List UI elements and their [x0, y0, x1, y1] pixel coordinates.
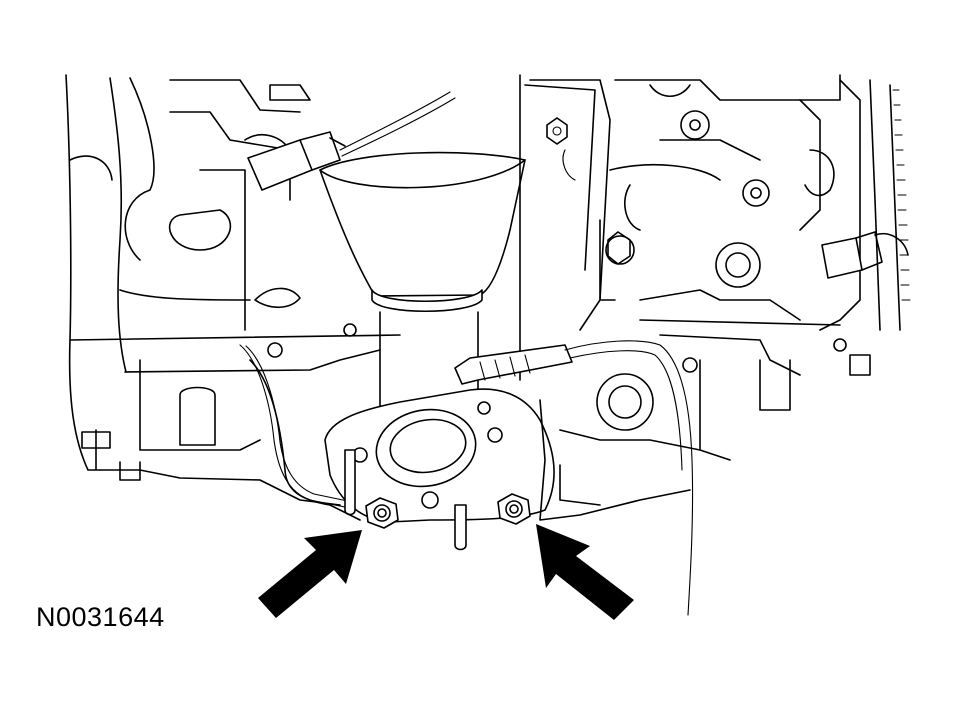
sensor-connector-upper — [247, 91, 456, 191]
tube-line — [239, 344, 363, 511]
right-flange-nut — [497, 493, 531, 525]
oxygen-sensor — [454, 340, 694, 616]
left-flange-nut — [365, 497, 399, 529]
center-bracket — [519, 74, 611, 381]
exhaust-front-pipe — [319, 151, 526, 411]
lower-housing — [329, 399, 691, 521]
exhaust-flange — [324, 388, 555, 551]
right-callout-arrow — [536, 524, 634, 620]
left-callout-arrow — [258, 530, 362, 618]
engine-block-left — [65, 74, 401, 506]
figure-id-label: N0031644 — [36, 602, 165, 632]
engine-block-right — [559, 74, 911, 506]
